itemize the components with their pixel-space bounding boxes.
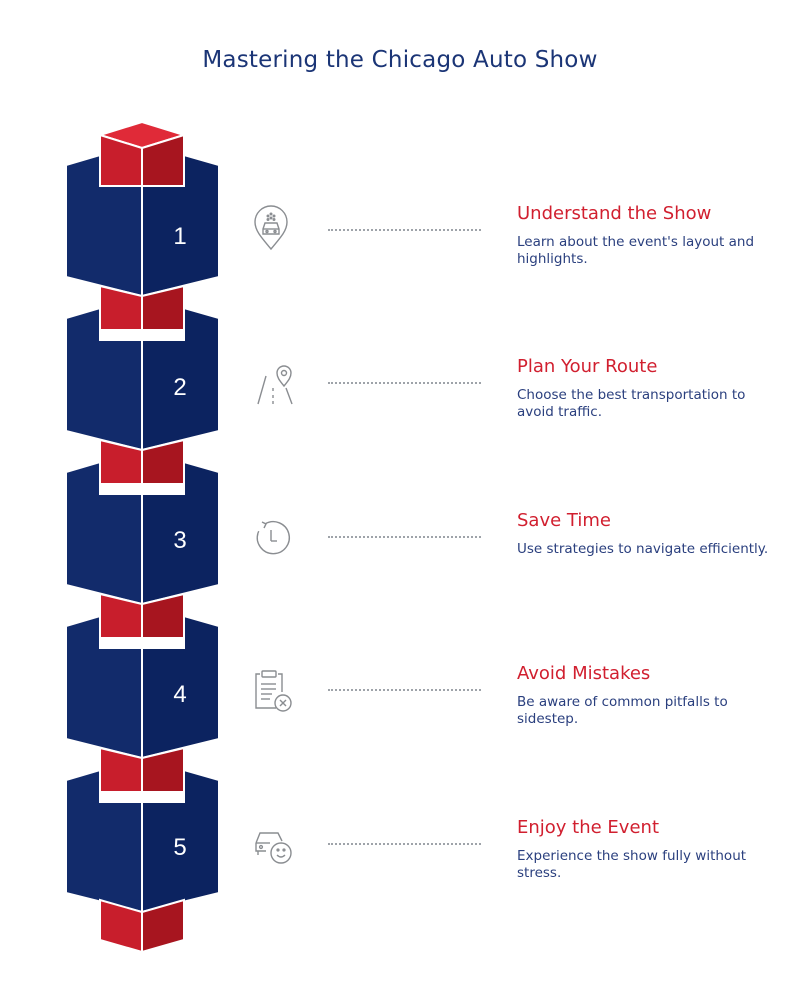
- step-3: Save Time Use strategies to navigate eff…: [240, 510, 800, 630]
- step-3-title: Save Time: [517, 510, 611, 531]
- step-2-description: Choose the best transportation to avoid …: [517, 387, 746, 420]
- dotted-connector-4: [328, 689, 481, 691]
- connector-2: [99, 438, 185, 485]
- cube-number-2: 2: [173, 374, 186, 401]
- step-4-description: Be aware of common pitfalls to sidestep.: [517, 694, 728, 727]
- step-1-description: Learn about the event's layout and highl…: [517, 234, 755, 267]
- cube-number-3: 3: [173, 527, 186, 554]
- cube-number-5: 5: [173, 834, 186, 861]
- tower-cap-top: [96, 120, 188, 187]
- dotted-connector-2: [328, 382, 481, 384]
- dotted-connector-1: [328, 229, 481, 231]
- road-location-pin-icon: [246, 358, 296, 408]
- step-3-description: Use strategies to navigate efficiently.: [517, 541, 769, 557]
- connector-3: [99, 592, 185, 639]
- car-smiley-icon: [246, 819, 296, 869]
- clock-arrow-icon: [246, 512, 296, 562]
- step-5: Enjoy the Event Experience the show full…: [240, 817, 800, 937]
- cube-2: 2: [65, 306, 220, 452]
- step-5-title: Enjoy the Event: [517, 817, 659, 838]
- step-1: Understand the Show Learn about the even…: [240, 203, 800, 323]
- step-5-description: Experience the show fully without stress…: [517, 848, 747, 881]
- dotted-connector-5: [328, 843, 481, 845]
- page-title: Mastering the Chicago Auto Show: [202, 47, 598, 73]
- cube-5: 5: [65, 768, 220, 914]
- step-4-title: Avoid Mistakes: [517, 663, 651, 684]
- cube-number-4: 4: [173, 681, 186, 708]
- cube-1: 1: [65, 153, 220, 298]
- step-2-title: Plan Your Route: [517, 356, 658, 377]
- cube-number-1: 1: [173, 223, 186, 250]
- tower-cap-bottom: [99, 898, 185, 954]
- step-2: Plan Your Route Choose the best transpor…: [240, 356, 800, 476]
- step-4: Avoid Mistakes Be aware of common pitfal…: [240, 663, 800, 783]
- dotted-connector-3: [328, 536, 481, 538]
- cube-4: 4: [65, 614, 220, 760]
- car-location-pin-icon: [246, 203, 296, 253]
- step-1-title: Understand the Show: [517, 203, 712, 224]
- clipboard-x-icon: [246, 666, 296, 716]
